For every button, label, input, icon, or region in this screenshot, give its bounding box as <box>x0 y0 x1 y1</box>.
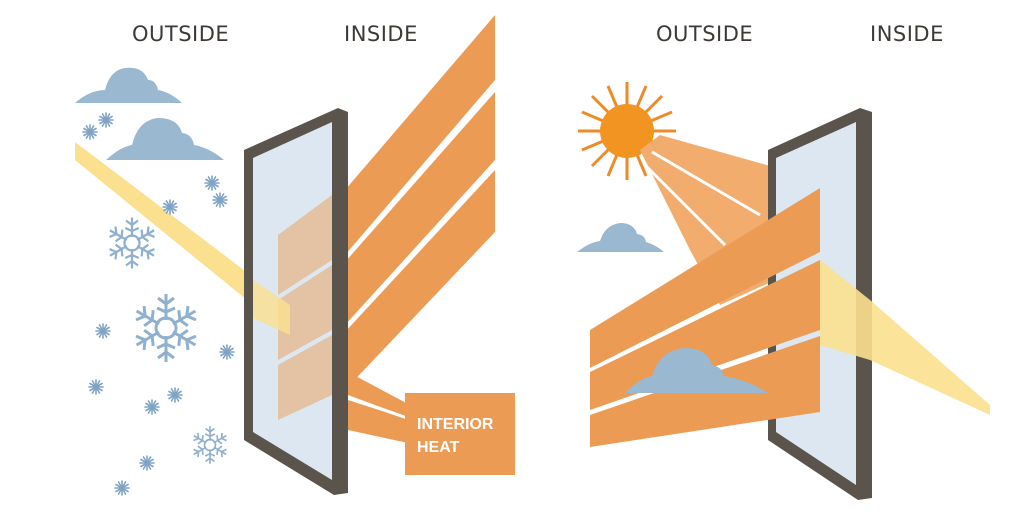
heat-reflection-bands <box>345 15 495 390</box>
interior-heat-line1: INTERIOR <box>417 416 494 433</box>
interior-heat-box: INTERIOR HEAT <box>405 393 515 475</box>
sun-icon <box>578 82 676 180</box>
left-inside-label: INSIDE <box>344 22 418 46</box>
interior-heat-label: INTERIOR HEAT <box>417 413 493 459</box>
left-outside-label: OUTSIDE <box>132 22 230 46</box>
cloud-icon <box>625 348 768 393</box>
sunlight-beam <box>75 142 290 335</box>
interior-heat-line2: HEAT <box>417 439 460 456</box>
right-outside-label: OUTSIDE <box>656 22 754 46</box>
right-inside-label: INSIDE <box>870 22 944 46</box>
